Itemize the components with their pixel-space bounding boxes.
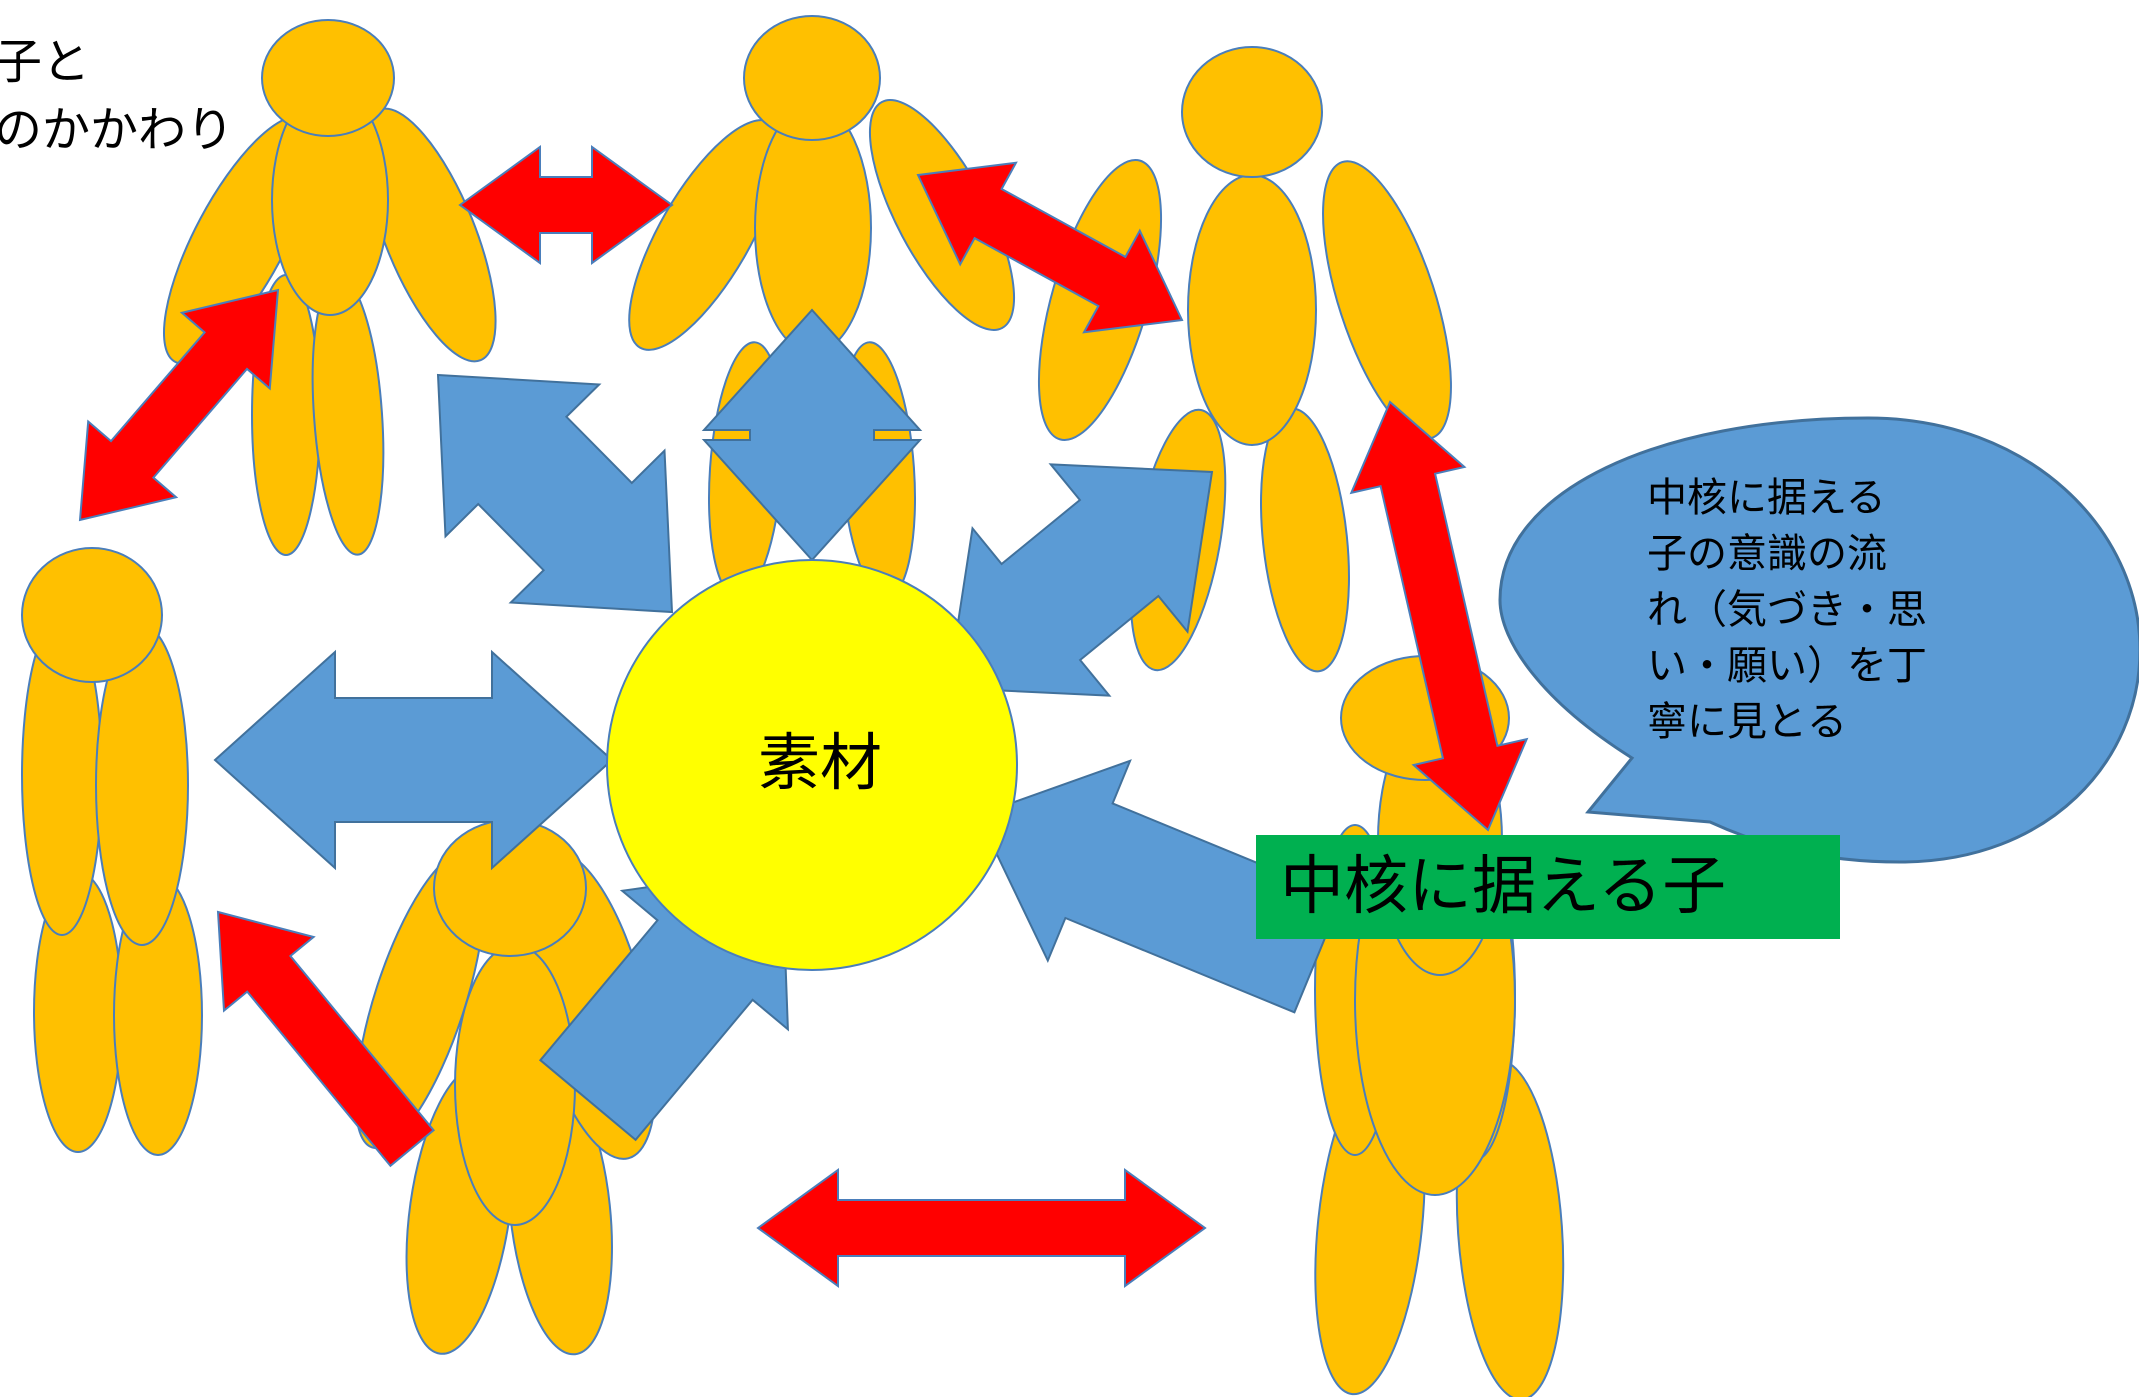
- material-center: [606, 559, 1018, 971]
- child-left: [21, 547, 203, 1156]
- bubble-line-5: 寧に見とる: [1647, 699, 1847, 745]
- red-arrow-left-upper: [78, 288, 280, 522]
- red-arrow-left-lower: [216, 910, 436, 1168]
- material-circle: [606, 559, 1018, 971]
- bubble-line-4: い・願い）を丁: [1647, 643, 1927, 689]
- child-right-upper-body-part: [1187, 174, 1317, 446]
- red-arrow-top: [458, 145, 674, 265]
- blue-arrow-upper-left: [436, 373, 674, 614]
- red-arrow-top-right: [916, 161, 1184, 334]
- bubble-line-1: 中核に据える: [1647, 475, 1886, 521]
- child-interaction-arrows: [78, 145, 1529, 1288]
- child-right-upper-body-part: [1260, 407, 1350, 673]
- relation-note-line1: 子と: [0, 34, 91, 90]
- children-figures: [21, 15, 1565, 1397]
- material-label: 素材: [757, 726, 882, 799]
- child-bottom-center-body-part: [454, 944, 576, 1226]
- red-arrow-bottom: [756, 1168, 1207, 1288]
- child-top-left-head: [261, 19, 395, 137]
- red-arrow-right-vertical: [1349, 400, 1529, 832]
- bubble-line-3: れ（気づき・思: [1647, 587, 1927, 633]
- blue-arrow-up: [701, 308, 923, 562]
- child-top-left: [162, 19, 497, 556]
- blue-arrow-upper-right: [946, 463, 1214, 697]
- speech-bubble-text: 中核に据える 子の意識の流 れ（気づき・思 い・願い）を丁 寧に見とる: [1647, 470, 1947, 750]
- child-left-head: [21, 547, 163, 683]
- child-top-left-body-part: [311, 274, 385, 556]
- child-right-upper-head: [1181, 46, 1323, 178]
- child-top-center-head: [743, 15, 881, 141]
- relation-note: 子と のかかわり: [0, 28, 234, 164]
- bubble-line-2: 子の意識の流: [1647, 531, 1887, 577]
- child-bottom-center: [354, 819, 657, 1356]
- relation-note-line2: のかかわり: [0, 102, 235, 158]
- focus-child-label: 中核に据える子: [1256, 835, 1840, 939]
